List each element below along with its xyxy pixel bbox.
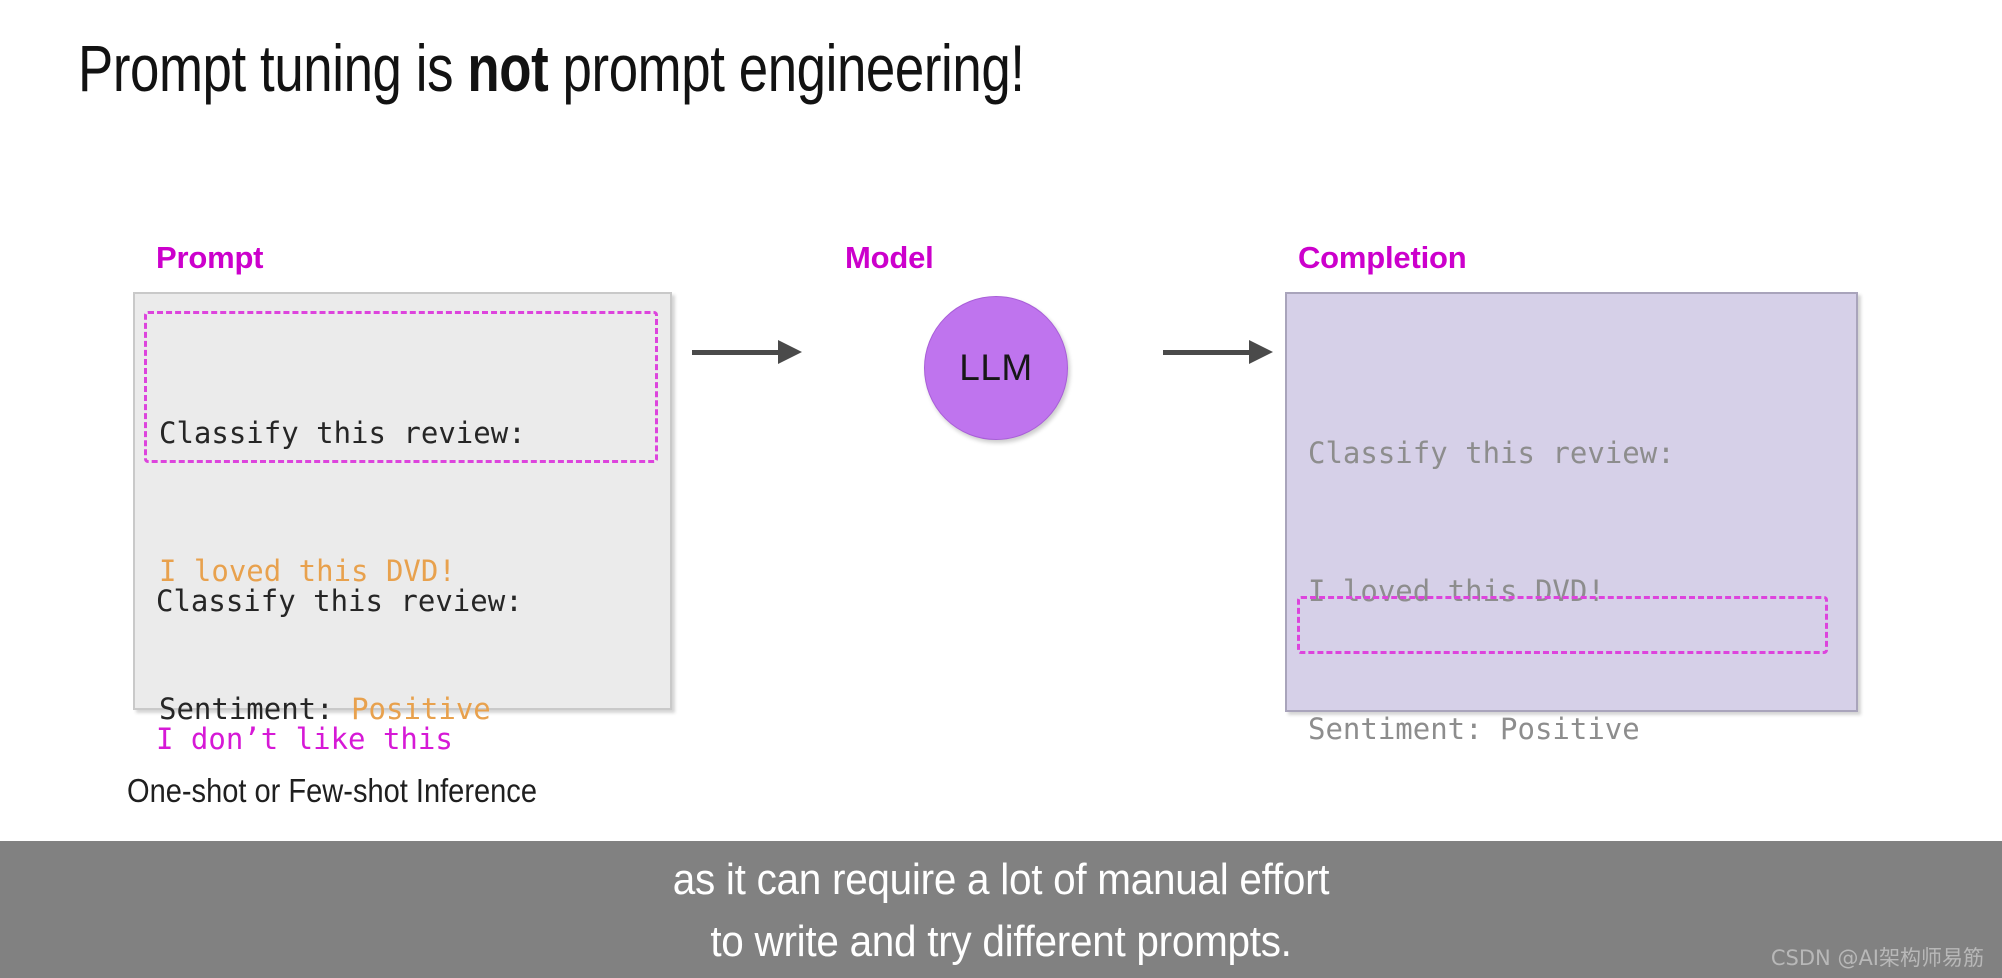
watermark: CSDN @AI架构师易筋 [1770, 946, 1984, 970]
example-sentiment-value: Positive [351, 692, 491, 726]
prompt-column-label: Prompt [156, 240, 264, 275]
example-sentiment-label: Sentiment: [159, 692, 352, 726]
title-prefix: Prompt tuning is [78, 31, 468, 105]
completion-echo-line-2: I loved this DVD! [1308, 574, 1605, 608]
model-column-label: Model [845, 240, 934, 275]
one-shot-example-highlight: Classify this review: I loved this DVD! … [144, 311, 658, 726]
page-title: Prompt tuning is not prompt engineering! [78, 28, 1025, 108]
completion-result-highlight [1297, 596, 1828, 654]
subtitle-line-2: to write and try different prompts. [710, 917, 1292, 966]
arrow-prompt-to-model-icon [692, 340, 802, 364]
arrow-shaft [692, 350, 780, 355]
arrow-model-to-completion-icon [1163, 340, 1273, 364]
subtitle-line-1: as it can require a lot of manual effort [672, 855, 1330, 904]
llm-node: LLM [924, 296, 1068, 440]
example-line-2: I loved this DVD! [159, 554, 456, 588]
example-line-3: Sentiment: Positive [159, 686, 655, 732]
completion-text-block: Classify this review: I loved this DVD! … [1308, 338, 1848, 978]
completion-echo-line-1: Classify this review: [1308, 436, 1675, 470]
arrow-head [778, 340, 802, 364]
prompt-box: Classify this review: I loved this DVD! … [133, 292, 672, 894]
example-line-1: Classify this review: [159, 416, 526, 450]
inference-caption: One-shot or Few-shot Inference [127, 772, 537, 809]
query-line-2: I don’t like this [156, 722, 453, 756]
llm-node-label: LLM [959, 347, 1033, 388]
arrow-head [1249, 340, 1273, 364]
completion-echo-line-3: Sentiment: Positive [1308, 712, 1640, 746]
title-emphasis: not [467, 31, 549, 105]
title-suffix: prompt engineering! [548, 31, 1025, 105]
query-line-1: Classify this review: [156, 584, 523, 618]
completion-box: Classify this review: I loved this DVD! … [1285, 292, 1858, 746]
completion-column-label: Completion [1298, 240, 1467, 275]
subtitle-bar: as it can require a lot of manual effort… [0, 841, 2002, 978]
arrow-shaft [1163, 350, 1251, 355]
